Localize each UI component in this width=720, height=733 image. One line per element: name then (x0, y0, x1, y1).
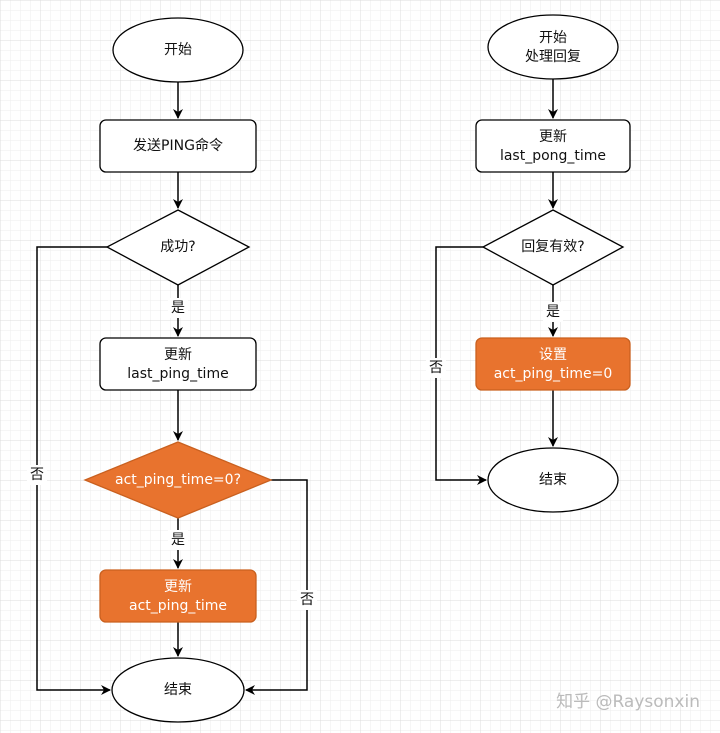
left-end-label: 结束 (164, 682, 192, 698)
set-label: 设置 (539, 347, 567, 363)
yes-label: 是 (171, 300, 185, 316)
yes-label: 是 (171, 532, 185, 548)
no-label: 否 (429, 360, 443, 376)
act-ping-decision: act_ping_time=0? (83, 441, 273, 519)
yes-label: 是 (546, 304, 560, 320)
success-decision-label: 成功? (160, 239, 195, 255)
update-label: 更新 (164, 347, 192, 363)
left-start-node: 开始 (112, 17, 244, 83)
update-field-label: last_ping_time (127, 366, 228, 382)
right-end-label: 结束 (539, 472, 567, 488)
set-act-ping-node: 设置 act_ping_time=0 (475, 337, 631, 391)
right-start-label: 开始 (539, 30, 567, 46)
send-ping-node: 发送PING命令 (99, 119, 257, 173)
update-ping-time-node: 更新 last_ping_time (99, 337, 257, 391)
update-label: 更新 (164, 579, 192, 595)
set-field-label: act_ping_time=0 (494, 366, 613, 382)
right-end-node: 结束 (487, 447, 619, 513)
update-field-label: act_ping_time (129, 598, 227, 614)
left-start-label: 开始 (164, 42, 192, 58)
reply-valid-label: 回复有效? (521, 238, 584, 255)
update-label: 更新 (539, 129, 567, 145)
left-end-node: 结束 (111, 657, 245, 723)
act-ping-decision-label: act_ping_time=0? (115, 472, 241, 488)
watermark: 知乎 @Raysonxin (556, 692, 700, 712)
success-decision: 成功? (105, 209, 251, 286)
update-pong-time-node: 更新 last_pong_time (475, 119, 631, 173)
no-label: 否 (30, 467, 44, 483)
update-act-ping-node: 更新 act_ping_time (99, 569, 257, 623)
right-start-sublabel: 处理回复 (525, 48, 581, 65)
send-ping-label: 发送PING命令 (133, 137, 223, 154)
no-label: 否 (300, 592, 314, 608)
right-start-node: 开始 处理回复 (487, 14, 619, 80)
update-field-label: last_pong_time (500, 148, 606, 164)
reply-valid-decision: 回复有效? (481, 209, 625, 286)
